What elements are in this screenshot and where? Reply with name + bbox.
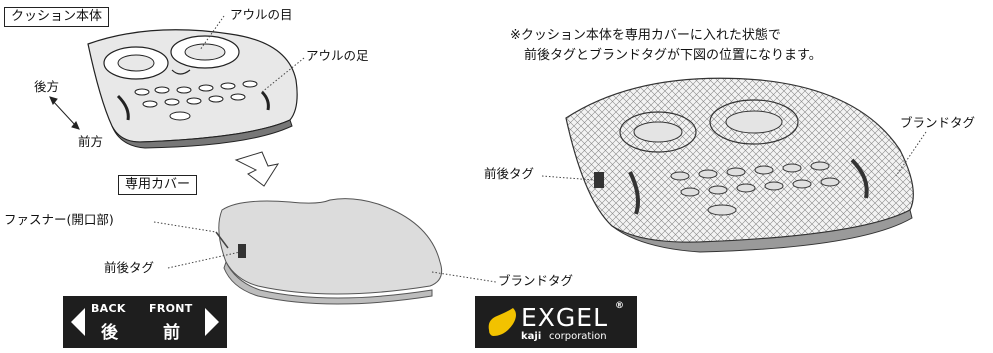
maker-rest-text: corporation xyxy=(549,331,607,342)
note-line-2: 前後タグとブランドタグが下図の位置になります。 xyxy=(524,48,822,63)
cushion-body-illustration xyxy=(87,29,298,149)
front-jp-text: 前 xyxy=(163,323,180,343)
covered-cushion-illustration xyxy=(215,198,443,305)
back-jp-text: 後 xyxy=(101,323,118,343)
front-back-tag-mini-right xyxy=(594,172,604,188)
front-back-tag-mini xyxy=(238,244,246,258)
note-line-1: ※クッション本体を専用カバーに入れた状態で xyxy=(510,28,781,43)
front-en-text: FRONT xyxy=(149,302,193,315)
front-back-tag: BACK 後 FRONT 前 xyxy=(63,296,227,348)
brand-tag: EXGEL ® kaji corporation xyxy=(475,296,637,348)
fastener-label: ファスナー(開口部) xyxy=(4,212,114,227)
back-en-text: BACK xyxy=(91,302,126,315)
hatched-cushion-illustration xyxy=(565,77,914,253)
owl-eye-label: アウルの目 xyxy=(230,7,293,22)
front-back-tag-label-right: 前後タグ xyxy=(484,166,535,181)
exgel-logo-icon xyxy=(488,308,516,336)
exgel-logo-text: EXGEL xyxy=(521,303,609,332)
maker-bold-text: kaji xyxy=(521,331,542,342)
left-triangle-icon xyxy=(71,308,85,336)
cushion-body-label: クッション本体 xyxy=(4,7,110,28)
registered-mark: ® xyxy=(615,301,624,311)
dedicated-cover-label: 専用カバー xyxy=(118,175,198,196)
back-direction-label: 後方 xyxy=(34,79,60,94)
front-back-tag-label-left: 前後タグ xyxy=(104,260,155,275)
owl-foot-label: アウルの足 xyxy=(306,48,369,63)
down-arrow-icon xyxy=(234,151,280,187)
leader-lines xyxy=(153,15,927,283)
brand-tag-label-right: ブランドタグ xyxy=(900,115,976,130)
direction-arrow xyxy=(49,96,80,130)
brand-tag-label-left: ブランドタグ xyxy=(498,273,574,288)
right-triangle-icon xyxy=(205,308,219,336)
front-direction-label: 前方 xyxy=(78,134,104,149)
